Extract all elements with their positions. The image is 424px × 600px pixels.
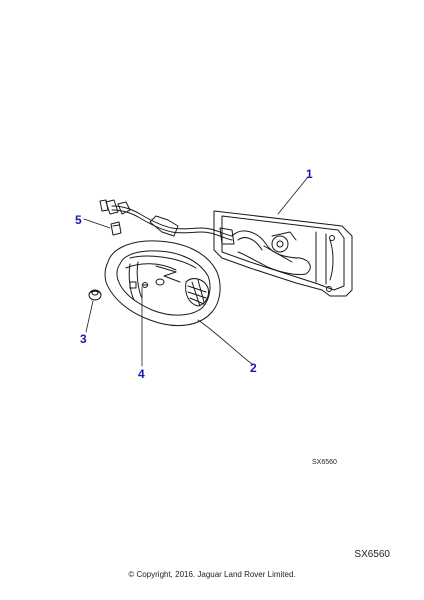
copyright-notice: © Copyright, 2016. Jaguar Land Rover Lim… <box>128 570 296 579</box>
drawing-reference: SX6560 <box>312 459 337 466</box>
leader-lines <box>83 176 309 367</box>
callout-5: 5 <box>75 213 82 227</box>
cable-clip <box>110 221 122 236</box>
footer-reference: SX6560 <box>354 549 390 560</box>
callout-labels: 1 5 3 4 2 <box>75 167 313 381</box>
grommet <box>88 289 102 301</box>
callout-3: 3 <box>80 332 87 346</box>
release-cable <box>99 199 233 241</box>
callout-4: 4 <box>138 367 145 381</box>
callout-2: 2 <box>250 361 257 375</box>
callout-1: 1 <box>306 167 313 181</box>
handle-housing <box>213 210 353 297</box>
handle-bezel <box>104 240 221 326</box>
